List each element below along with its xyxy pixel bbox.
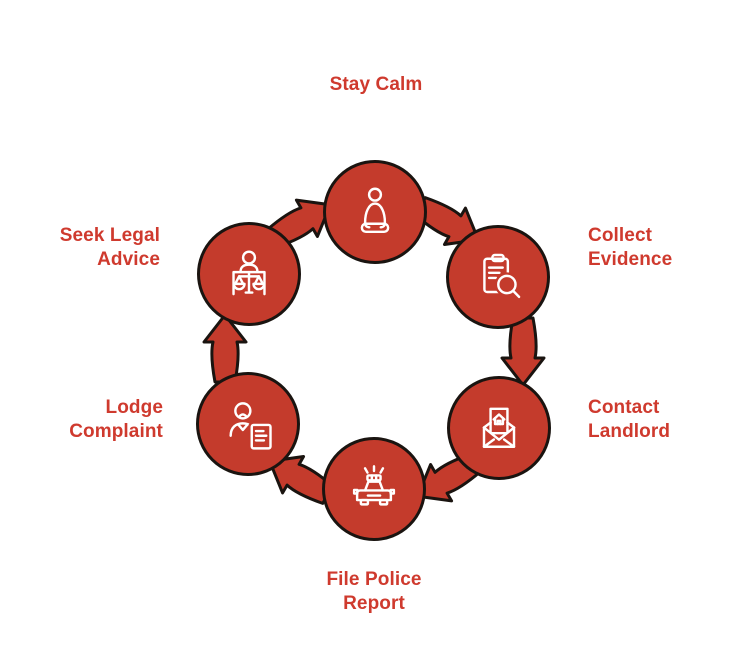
step-label-lodge-complaint: Lodge Complaint xyxy=(69,397,163,442)
node-stay-calm xyxy=(323,160,427,264)
step-label-file-police-report: File Police Report xyxy=(326,569,422,614)
person-scales-icon xyxy=(232,250,266,296)
person-document-icon xyxy=(229,402,275,452)
arrow-collect-evidence-to-contact-landlord xyxy=(500,316,546,387)
node-seek-legal-advice xyxy=(197,222,301,326)
arrow-lodge-complaint-to-seek-legal-advice xyxy=(202,313,248,384)
step-label-collect-evidence: Collect Evidence xyxy=(588,225,673,270)
node-collect-evidence xyxy=(446,225,550,329)
clipboard-search-icon xyxy=(483,253,521,299)
step-label-stay-calm: Stay Calm xyxy=(329,74,423,95)
step-label-seek-legal-advice: Seek Legal Advice xyxy=(59,225,160,270)
envelope-house-icon xyxy=(482,407,516,448)
arrow-file-police-report-to-lodge-complaint xyxy=(268,455,335,505)
node-contact-landlord xyxy=(447,376,551,480)
node-lodge-complaint xyxy=(196,372,300,476)
node-file-police-report xyxy=(322,437,426,541)
meditation-icon xyxy=(360,187,390,234)
step-label-contact-landlord: Contact Landlord xyxy=(588,397,671,442)
police-car-icon xyxy=(352,465,396,506)
